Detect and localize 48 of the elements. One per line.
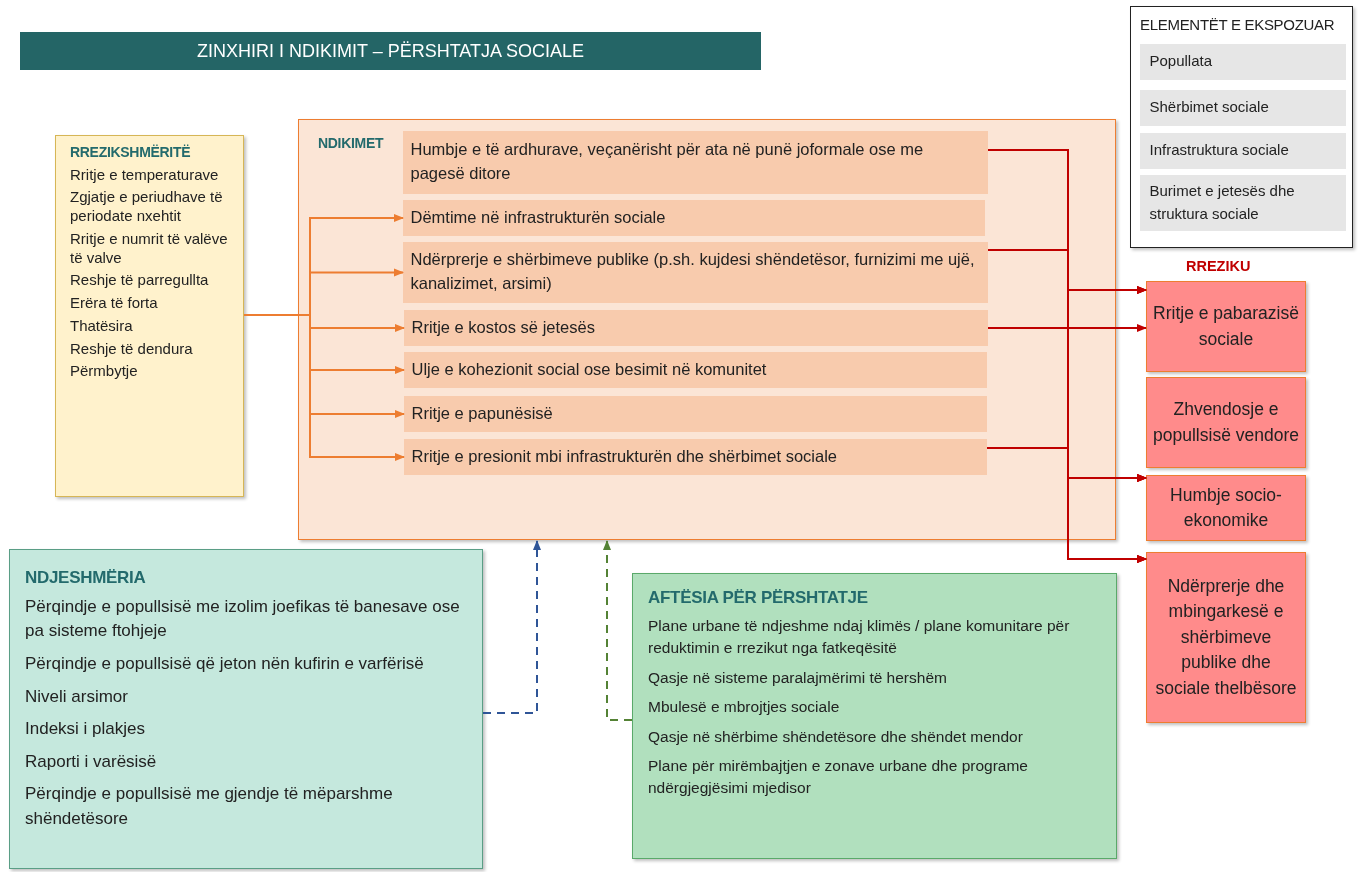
hazard-item: Erëra të forta	[70, 294, 159, 313]
impact-box: Humbje e të ardhurave, veçanërisht për ata në punë joformale ose me pagesë ditore	[402, 130, 988, 194]
sensitivity-item: Raporti i varësisë	[25, 750, 158, 773]
impact-box: Rritje e presionit mbi infrastrukturën dhe shërbimet sociale	[403, 438, 987, 475]
hazard-item: Thatësira	[70, 316, 134, 336]
risk-box: Zhvendosje e popullsisë vendore	[1146, 377, 1306, 468]
capacity-item: Qasje në sisteme paralajmërimi të hershëm	[648, 667, 948, 688]
sensitivity-panel	[9, 549, 483, 869]
impact-box: Ndërprerje e shërbimeve publike (p.sh. kujdesi shëndetësor, furnizimi me ujë, kanalizimet, arsimi)	[402, 241, 988, 303]
section-heading: ELEMENTËT E EKSPOZUAR	[1140, 15, 1335, 35]
sensitivity-item: Niveli arsimor	[25, 685, 129, 708]
impact-box: Rritje e kostos së jetesës	[403, 309, 988, 346]
element-box: Infrastruktura sociale	[1139, 132, 1346, 169]
sensitivity-item: Përqindje e popullsisë me gjendje të mëparshme shëndetësore	[25, 783, 394, 831]
hazard-item: Zgjatje e periudhave të periodate nxehtit	[70, 188, 224, 226]
risk-box: Rritje e pabarazisë sociale	[1146, 281, 1306, 372]
element-box: Shërbimet sociale	[1139, 89, 1346, 126]
element-box: Popullata	[1139, 43, 1346, 80]
hazards-panel	[55, 135, 244, 497]
hazard-item: Rritje e numrit të valëve të valve	[70, 229, 229, 268]
adaptive-capacity-panel	[632, 573, 1117, 859]
arrow	[603, 540, 633, 721]
exposed-elements-panel	[1130, 6, 1353, 248]
sensitivity-item: Përqindje e popullsisë që jeton nën kufirin e varfërisë	[25, 652, 425, 675]
impact-box: Ulje e kohezionit social ose besimit në komunitet	[403, 351, 987, 388]
section-heading: NDJESHMËRIA	[25, 567, 147, 589]
section-heading: RREZIKSHMËRITË	[70, 144, 192, 162]
hazard-item: Reshje të parregullta	[70, 271, 210, 290]
hazard-item: Rritje e temperaturave	[70, 165, 220, 185]
risk-box: Humbje socio-ekonomike	[1146, 475, 1306, 541]
element-box: Burimet e jetesës dhe struktura sociale	[1139, 174, 1346, 231]
capacity-item: Plane për mirëmbajtjen e zonave urbane dhe programe ndërgjegjësimi mjedisor	[648, 756, 1029, 799]
capacity-item: Mbulesë e mbrojtjes sociale	[648, 697, 841, 718]
section-heading: NDIKIMET	[318, 134, 384, 153]
hazard-item: Reshje të dendura	[70, 339, 194, 359]
section-heading: AFTËSIA PËR PËRSHTATJE	[648, 587, 869, 609]
arrow	[482, 540, 541, 714]
capacity-item: Qasje në shërbime shëndetësore dhe shëndet mendor	[648, 726, 1024, 747]
capacity-item: Plane urbane të ndjeshme ndaj klimës / plane komunitare për reduktimin e rrezikut nga fatkeqësitë	[648, 615, 1071, 659]
hazard-item: Përmbytje	[70, 362, 139, 381]
risk-box: Ndërprerje dhe mbingarkesë e shërbimeve publike dhe sociale thelbësore	[1146, 552, 1306, 723]
section-heading: RREZIKU	[1186, 258, 1251, 274]
sensitivity-item: Indeksi i plakjes	[25, 718, 146, 741]
sensitivity-item: Përqindje e popullsisë me izolim joefikas të banesave ose pa sisteme ftohjeje	[25, 595, 461, 643]
impacts-panel	[298, 119, 1116, 540]
impact-box: Rritje e papunësisë	[403, 395, 987, 432]
title-banner: ZINXHIRI I NDIKIMIT – PËRSHTATJA SOCIALE	[20, 32, 761, 70]
impact-box: Dëmtime në infrastrukturën sociale	[402, 199, 985, 236]
